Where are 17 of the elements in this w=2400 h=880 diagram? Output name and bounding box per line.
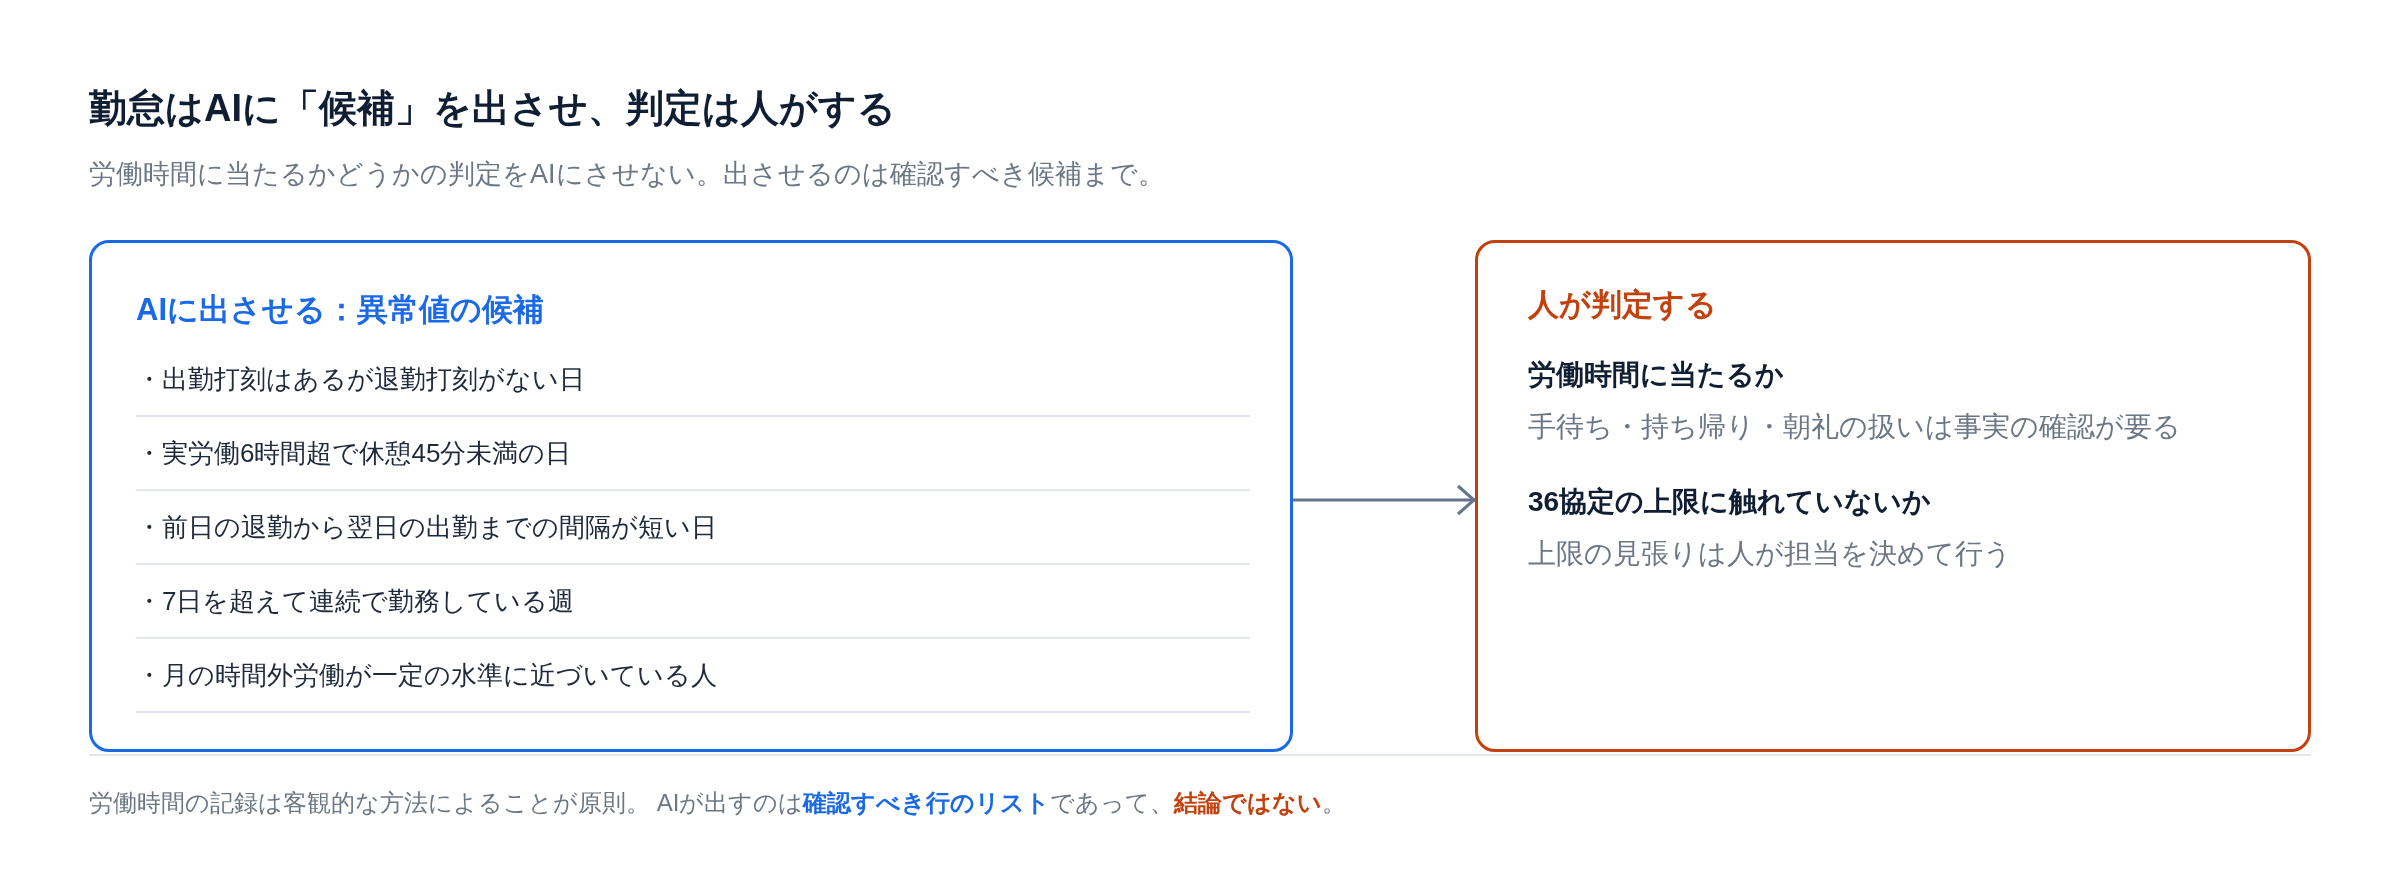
panel-heading: AIに出させる：異常値の候補 bbox=[136, 291, 544, 329]
list-item: ・出勤打刻はあるが退勤打刻がない日 bbox=[136, 343, 1250, 417]
list-item: ・実労働6時間超で休憩45分未満の日 bbox=[136, 417, 1250, 491]
arrow bbox=[1293, 484, 1476, 516]
item-description: 上限の見張りは人が担当を決めて行う bbox=[1528, 537, 2012, 571]
item-heading: 労働時間に当たるか bbox=[1528, 358, 1784, 392]
subtitle: 労働時間に当たるかどうかの判定をAIにさせない。出させるのは確認すべき候補まで。 bbox=[89, 158, 1165, 191]
title: 勤怠はAIに「候補」を出させ、判定は人がする bbox=[89, 86, 896, 131]
list-item: ・前日の退勤から翌日の出勤までの間隔が短い日 bbox=[136, 491, 1250, 565]
footnote: 労働時間の記録は客観的な方法によることが原則。 AIが出すのは確認すべき行のリストであって、結論ではない。 bbox=[89, 788, 1347, 818]
item-heading: 36協定の上限に触れていないか bbox=[1528, 485, 1932, 519]
rounded-panel bbox=[1475, 240, 2311, 752]
list-item: ・7日を超えて連続で勤務している週 bbox=[136, 565, 1250, 639]
item-description: 手待ち・持ち帰り・朝礼の扱いは事実の確認が要る bbox=[1528, 410, 2181, 444]
rounded-panel bbox=[89, 240, 1293, 752]
panel-heading: 人が判定する bbox=[1528, 286, 1717, 324]
list-item: ・月の時間外労働が一定の水準に近づいている人 bbox=[136, 639, 1250, 713]
